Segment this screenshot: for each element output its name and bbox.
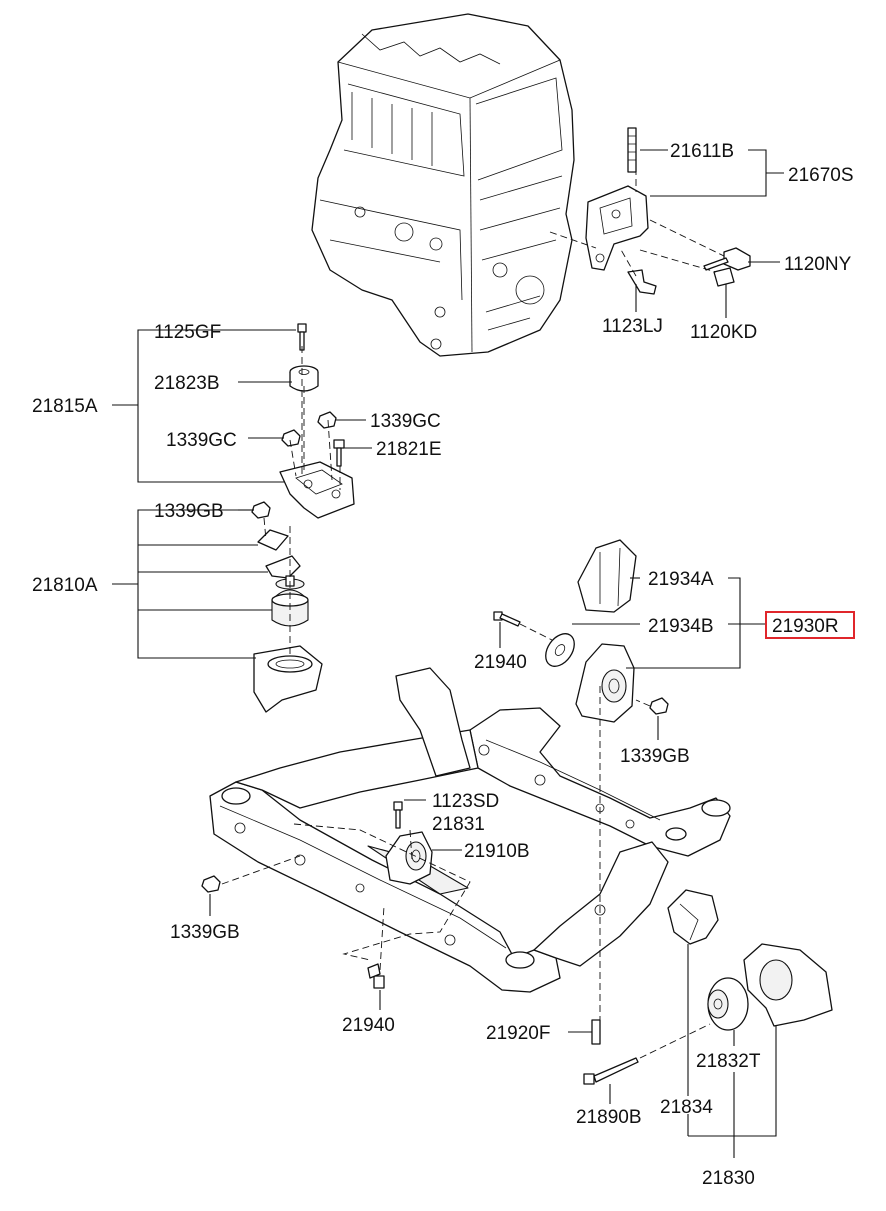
- subframe: [201, 667, 731, 1045]
- right-mount-assembly: [493, 539, 669, 723]
- part-labels: 21611B 21670S 1120NY 1123LJ 1120KD 1125G…: [32, 141, 854, 1189]
- label-21910B[interactable]: 21910B: [464, 841, 530, 862]
- label-1120NY[interactable]: 1120NY: [784, 254, 852, 275]
- leader-lines: [112, 149, 784, 1158]
- label-21940-bottom[interactable]: 21940: [342, 1015, 395, 1036]
- label-1339GB-mid[interactable]: 1339GB: [620, 746, 690, 767]
- label-1339GB-top[interactable]: 1339GB: [154, 501, 224, 522]
- label-21815A[interactable]: 21815A: [32, 396, 98, 417]
- label-21940-top[interactable]: 21940: [474, 652, 527, 673]
- label-21611B[interactable]: 21611B: [670, 141, 734, 162]
- label-1123SD[interactable]: 1123SD: [432, 791, 499, 812]
- label-21834[interactable]: 21834: [660, 1097, 713, 1118]
- label-1123LJ[interactable]: 1123LJ: [602, 316, 663, 337]
- label-1339GC-right[interactable]: 1339GC: [370, 411, 441, 432]
- engine-block: [311, 13, 575, 357]
- highlight-box-21930R: [765, 611, 855, 639]
- label-1125GF[interactable]: 1125GF: [154, 322, 221, 343]
- label-21670S[interactable]: 21670S: [788, 165, 854, 186]
- label-1339GC-left[interactable]: 1339GC: [166, 430, 237, 451]
- rear-mount-21830: [583, 889, 833, 1085]
- label-21930R[interactable]: 21930R: [772, 616, 839, 637]
- label-21831[interactable]: 21831: [432, 814, 485, 835]
- label-1120KD[interactable]: 1120KD: [690, 322, 757, 343]
- label-21934A[interactable]: 21934A: [648, 569, 714, 590]
- guide-lines: [221, 168, 725, 1059]
- label-21810A[interactable]: 21810A: [32, 575, 98, 596]
- label-21890B[interactable]: 21890B: [576, 1107, 642, 1128]
- label-1339GB-left[interactable]: 1339GB: [170, 922, 240, 943]
- label-21823B[interactable]: 21823B: [154, 373, 220, 394]
- label-21934B[interactable]: 21934B: [648, 616, 714, 637]
- label-21821E[interactable]: 21821E: [376, 439, 442, 460]
- label-21920F[interactable]: 21920F: [486, 1023, 550, 1044]
- label-21832T[interactable]: 21832T: [696, 1051, 761, 1072]
- label-21830[interactable]: 21830: [702, 1168, 755, 1189]
